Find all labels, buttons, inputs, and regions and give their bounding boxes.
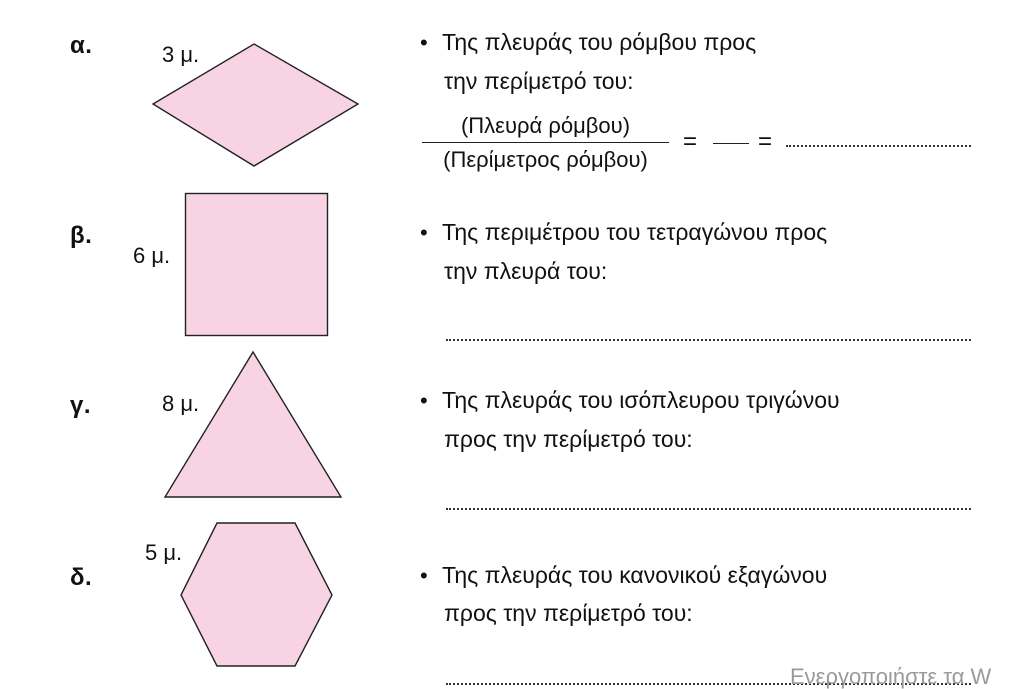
item-c-text-1: Της πλευράς του ισόπλευρου τριγώνου: [442, 387, 840, 413]
fraction-bar: [422, 142, 669, 143]
equals-sign-1: =: [683, 128, 698, 155]
item-a-question-line2: την περίμετρό του:: [444, 68, 634, 94]
rhombus-shape: [151, 43, 360, 167]
item-b-question-line2: την πλευρά του:: [444, 258, 608, 284]
square-shape: [184, 192, 329, 337]
answer-dotted-line-d[interactable]: [446, 683, 971, 685]
item-d-text-1: Της πλευράς του κανονικού εξαγώνου: [442, 562, 828, 588]
item-a-question-line1: • Της πλευράς του ρόμβου προς: [420, 31, 756, 54]
item-b-text-1: Της περιμέτρου του τετραγώνου προς: [442, 219, 828, 245]
answer-dotted-line-b[interactable]: [446, 339, 971, 341]
bullet-icon: •: [420, 388, 428, 413]
triangle-shape: [163, 350, 343, 498]
answer-dotted-line-c[interactable]: [446, 508, 971, 510]
equals-sign-2: =: [758, 128, 773, 155]
item-letter-b: β.: [70, 222, 93, 249]
triangle-side-label: 8 μ.: [162, 391, 200, 416]
square-side-label: 6 μ.: [133, 243, 171, 268]
item-letter-d: δ.: [70, 564, 93, 591]
hexagon-shape: [180, 522, 333, 667]
bullet-icon: •: [420, 563, 428, 588]
item-d-question-line2: προς την περίμετρό του:: [444, 600, 693, 626]
item-c-question-line1: • Της πλευράς του ισόπλευρου τριγώνου: [420, 389, 840, 412]
item-letter-a: α.: [70, 32, 93, 59]
rhombus-fraction: (Πλευρά ρόμβου) (Περίμετρος ρόμβου): [418, 112, 673, 174]
bullet-icon: •: [420, 220, 428, 245]
item-c-question-line2: προς την περίμετρό του:: [444, 426, 693, 452]
item-b-question-line1: • Της περιμέτρου του τετραγώνου προς: [420, 221, 827, 244]
item-a-text-1: Της πλευράς του ρόμβου προς: [442, 29, 757, 55]
rhombus-side-label: 3 μ.: [162, 42, 200, 67]
fraction-numerator: (Πλευρά ρόμβου): [460, 113, 631, 138]
item-letter-c: γ.: [70, 392, 92, 419]
activation-watermark: Ενεργοποιήστε τα W: [790, 664, 992, 689]
bullet-icon: •: [420, 30, 428, 55]
fraction-denominator: (Περίμετρος ρόμβου): [443, 147, 648, 172]
answer-dotted-line-a[interactable]: [786, 145, 971, 147]
hexagon-side-label: 5 μ.: [145, 540, 183, 565]
blank-fraction-bar[interactable]: [713, 143, 749, 144]
item-d-question-line1: • Της πλευράς του κανονικού εξαγώνου: [420, 564, 827, 587]
